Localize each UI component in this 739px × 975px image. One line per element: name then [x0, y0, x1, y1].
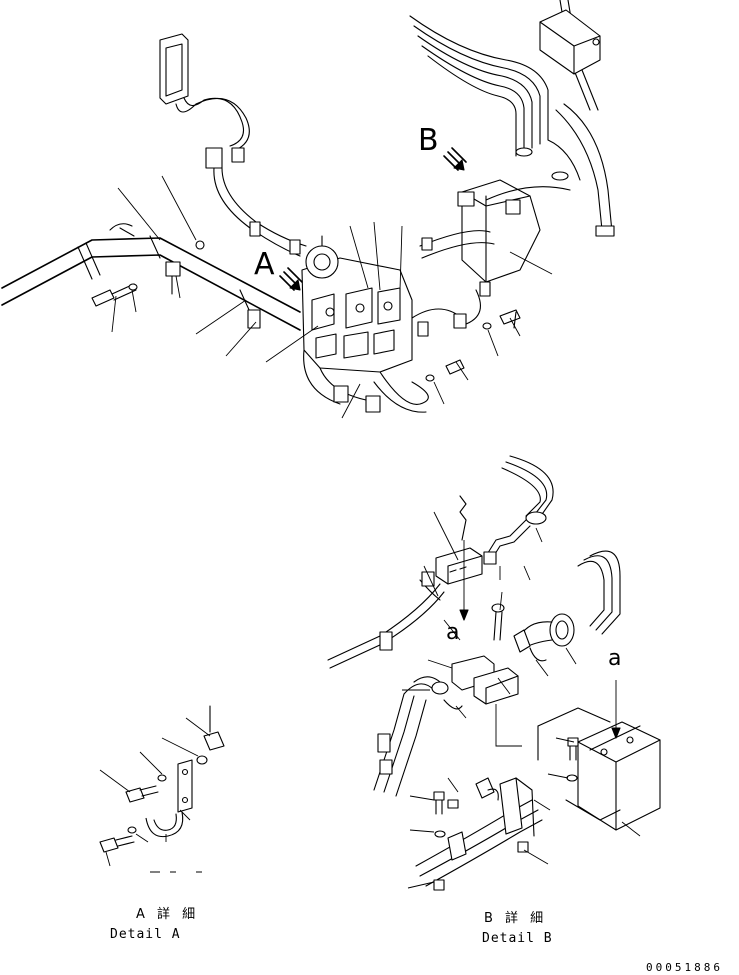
upper-left-connector — [159, 33, 307, 257]
detail-b-assembly — [327, 455, 661, 891]
detail-a-caption-jp: A 詳 細 — [136, 907, 200, 922]
detail-b-caption-jp: B 詳 細 — [484, 911, 548, 926]
detail-a-caption-en: Detail A — [110, 927, 181, 942]
detail-ref-a-left: a — [446, 620, 460, 645]
main-assembly — [1, 0, 615, 419]
view-label-b: B — [418, 123, 439, 158]
detail-b-caption-en: Detail B — [482, 931, 553, 946]
frame-clip — [165, 261, 261, 329]
detail-a-assembly — [99, 705, 225, 873]
right-bracket — [419, 179, 571, 329]
central-junction-block — [301, 235, 463, 413]
document-number: 00051886 — [646, 961, 723, 974]
detail-ref-a-right: a — [608, 646, 622, 671]
bolt-center — [425, 359, 465, 382]
view-arrow-b — [443, 147, 467, 171]
view-label-a: A — [254, 247, 275, 282]
leader-lines-main — [111, 175, 553, 419]
bolt-right — [482, 309, 521, 330]
bolt-left — [91, 240, 205, 307]
view-arrow-a — [279, 267, 303, 291]
upper-right-box — [539, 9, 601, 75]
